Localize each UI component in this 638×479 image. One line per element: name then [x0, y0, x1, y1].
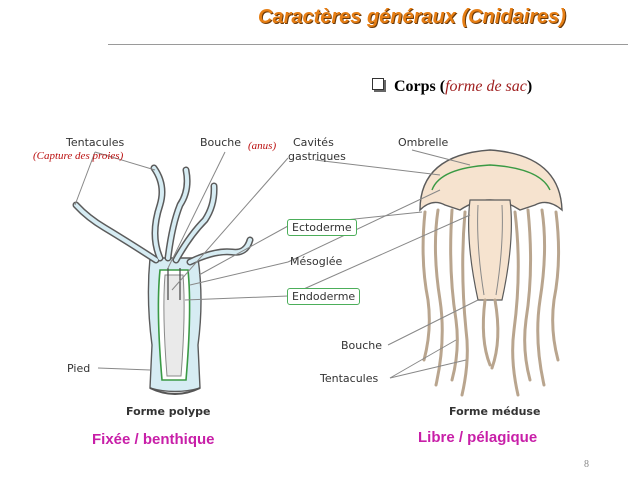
label-tentacules-top: Tentacules: [66, 136, 125, 149]
label-endoderme: Endoderme: [287, 288, 361, 305]
polyp-illustration: [72, 164, 254, 395]
label-ectoderme: Ectoderme: [287, 219, 357, 236]
label-cavites-line1: Cavités: [293, 136, 334, 149]
note-anus: (anus): [248, 140, 277, 152]
caption-forme-meduse: Forme méduse: [449, 405, 541, 418]
label-cavites-line2: gastriques: [288, 150, 346, 163]
medusa-illustration: [419, 149, 563, 397]
note-capture-proies: (Capture des proies): [33, 150, 124, 162]
label-bouche-top: Bouche: [200, 136, 242, 149]
footer-libre-pelagique: Libre / pélagique: [418, 429, 538, 446]
label-ombrelle: Ombrelle: [398, 136, 449, 149]
checkbox-bullet-icon: [372, 78, 384, 90]
bullet-corps: Corps (forme de sac): [372, 78, 532, 96]
label-tentacules-bottom: Tentacules: [320, 372, 379, 385]
footer-fixee-benthique: Fixée / benthique: [92, 431, 215, 448]
title-divider: [108, 44, 628, 45]
slide-title: Caractères généraux (Cnidaires): [258, 6, 566, 28]
bullet-prefix: Corps (: [394, 78, 446, 95]
page-number: 8: [584, 459, 589, 470]
label-mesoglee: Mésoglée: [290, 255, 343, 268]
caption-forme-polype: Forme polype: [126, 405, 211, 418]
bullet-emphasis: forme de sac: [445, 78, 527, 95]
bullet-suffix: ): [526, 78, 533, 95]
label-bouche-bottom: Bouche: [341, 339, 383, 352]
label-pied: Pied: [67, 362, 91, 375]
